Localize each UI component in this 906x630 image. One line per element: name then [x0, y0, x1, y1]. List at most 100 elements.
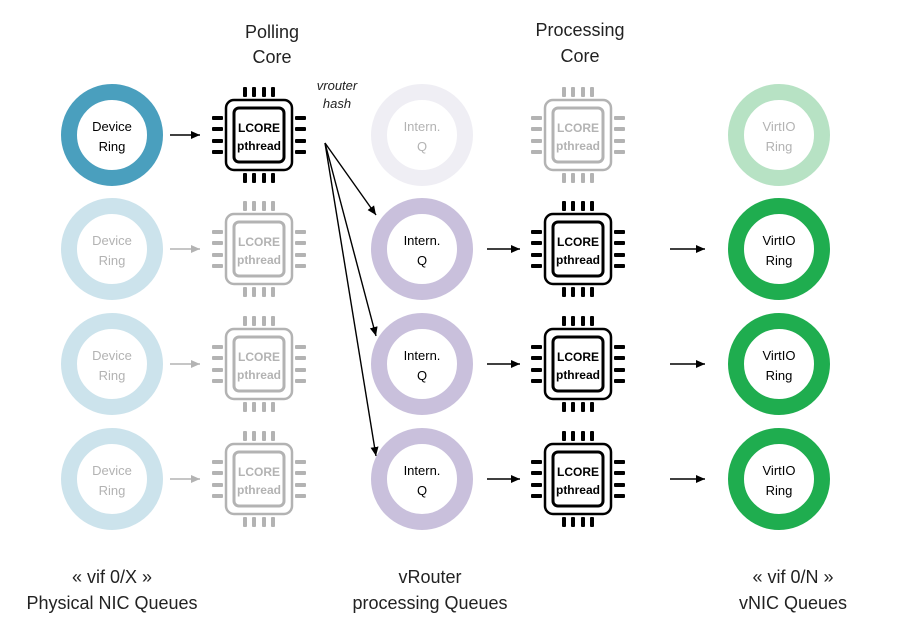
chip-pin: [614, 356, 625, 360]
processing-core-chip-1-label-line2: pthread: [556, 139, 600, 153]
chip-pin: [571, 287, 575, 297]
vrouter-hash-label-line2: hash: [323, 96, 351, 111]
polling-core-chip-3-label-line1: LCORE: [238, 350, 280, 364]
chip-pin: [252, 431, 256, 441]
chip-pin: [562, 316, 566, 326]
chip-pin: [271, 287, 275, 297]
chip-pin: [295, 150, 306, 154]
chip-pin: [262, 431, 266, 441]
chip-pin: [212, 471, 223, 475]
hash-arrow-to-queue-3: [324, 142, 378, 337]
chip-pin: [262, 87, 266, 97]
chip-pin: [571, 173, 575, 183]
physical-nic-footer-line1: « vif 0/X »: [72, 567, 152, 587]
chip-pin: [581, 316, 585, 326]
virtio-ring-2-label-line2: Ring: [766, 253, 793, 268]
chip-pin: [531, 471, 542, 475]
chip-pin: [590, 431, 594, 441]
device-ring-1-label-line2: Ring: [99, 139, 126, 154]
chip-pin: [562, 87, 566, 97]
chip-pin: [262, 402, 266, 412]
chip-pin: [295, 356, 306, 360]
chip-outer-frame: [224, 212, 294, 286]
chip-pin: [562, 402, 566, 412]
chip-pin: [212, 230, 223, 234]
chip-pin: [243, 517, 247, 527]
intern-queue-1: Intern.Q: [371, 84, 473, 186]
chip-inner-frame: [232, 335, 286, 393]
chip-pin: [581, 431, 585, 441]
chip-pin: [614, 230, 625, 234]
processing-core-chip-3-label-line1: LCORE: [557, 350, 599, 364]
chip-pin: [614, 127, 625, 131]
chip-pin: [581, 402, 585, 412]
vnic-footer-line2: vNIC Queues: [739, 593, 847, 613]
chip-pin: [614, 483, 625, 487]
chip-pin: [531, 356, 542, 360]
chip-pin: [295, 241, 306, 245]
intern-queue-4-label-line1: Intern.: [404, 463, 441, 478]
chip-pin: [252, 201, 256, 211]
virtio-ring-2-label-line1: VirtIO: [763, 233, 796, 248]
chip-pin: [295, 460, 306, 464]
chip-outer-frame: [543, 98, 613, 172]
intern-queue-3-label-line2: Q: [417, 368, 427, 383]
chip-pin: [571, 316, 575, 326]
chip-pin: [531, 127, 542, 131]
chip-pin: [590, 402, 594, 412]
chip-pin: [271, 402, 275, 412]
chip-outer-frame: [224, 327, 294, 401]
chip-pin: [212, 241, 223, 245]
chip-pin: [614, 345, 625, 349]
chip-pin: [531, 494, 542, 498]
chip-pin: [590, 517, 594, 527]
chip-pin: [271, 173, 275, 183]
chip-pin: [531, 116, 542, 120]
chip-pin: [590, 201, 594, 211]
chip-pin: [243, 431, 247, 441]
chip-pin: [590, 287, 594, 297]
chip-pin: [262, 173, 266, 183]
polling-core-chip-4-label-line2: pthread: [237, 483, 281, 497]
chip-inner-frame: [551, 106, 605, 164]
chip-inner-frame: [551, 335, 605, 393]
virtio-ring-1-label-line1: VirtIO: [763, 119, 796, 134]
virtio-ring-3-label-line1: VirtIO: [763, 348, 796, 363]
processing-core-chip-2-label-line2: pthread: [556, 253, 600, 267]
device-ring-1-label-line1: Device: [92, 119, 132, 134]
chip-pin: [614, 368, 625, 372]
chip-pin: [581, 87, 585, 97]
chip-inner-frame: [232, 220, 286, 278]
virtio-ring-1-label-line2: Ring: [766, 139, 793, 154]
chip-pin: [295, 471, 306, 475]
chip-inner-frame: [232, 450, 286, 508]
chip-pin: [212, 345, 223, 349]
chip-inner-frame: [551, 450, 605, 508]
chip-pin: [271, 87, 275, 97]
virtio-ring-2: VirtIO Ring: [728, 198, 830, 300]
intern-queue-3-label-line1: Intern.: [404, 348, 441, 363]
chip-pin: [614, 139, 625, 143]
polling-core-chip-2-label-line1: LCORE: [238, 235, 280, 249]
virtio-ring-4-label-line2: Ring: [766, 483, 793, 498]
chip-pin: [562, 201, 566, 211]
chip-pin: [262, 201, 266, 211]
chip-pin: [531, 150, 542, 154]
chip-pin: [252, 316, 256, 326]
chip-pin: [581, 287, 585, 297]
chip-pin: [614, 116, 625, 120]
chip-pin: [531, 139, 542, 143]
polling-core-chip-3-label-line2: pthread: [237, 368, 281, 382]
chip-pin: [252, 87, 256, 97]
